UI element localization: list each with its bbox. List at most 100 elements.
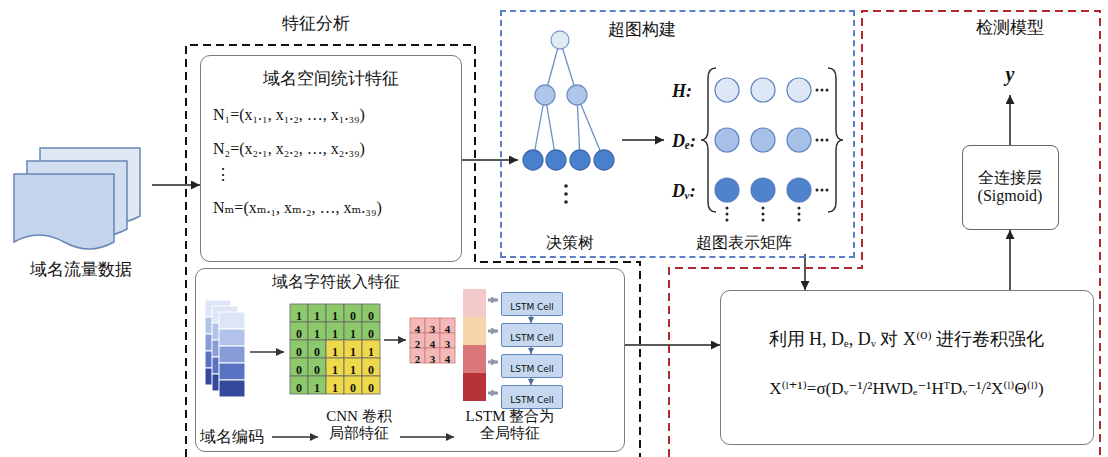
decision-tree-figure [551,31,569,49]
text-slot: LSTM Cell [502,389,562,407]
matrix-cell: 1 [314,310,320,324]
hypergraph-matrix-figure [701,68,843,222]
text-slot: 0 [344,378,362,396]
decision-tree-figure [594,150,614,170]
text-slot: 全连接层 (Sigmoid) [967,169,1053,206]
text-slot: 3 [425,349,440,367]
flow-arrow [400,436,454,438]
node-text: N₂=(x₂.₁, x₂.₂, …, x₂.₃₉) [213,140,365,158]
detection-region: y全连接层 (Sigmoid)利用 H, Dₑ, Dᵥ 对 X⁽⁰⁾ 进行卷积强… [668,10,1102,457]
hypergraph-matrix-figure [715,78,811,202]
text-slot: 超图构建 [582,20,702,40]
connector-arrow [152,184,200,186]
matrix-cell: 0 [314,364,320,378]
bar-to-cell-arrow [488,299,498,302]
node-text: H: [672,81,692,102]
text-slot: 0 [344,306,362,324]
hypergraph-matrix-figure [828,68,843,212]
document-stack-icon [14,148,140,249]
fc-layer-box: 全连接层 (Sigmoid) [962,145,1059,230]
text-slot: 1 [344,342,362,360]
decision-tree-figure [564,192,568,196]
hypergraph-matrix-figure [715,78,739,102]
text-slot: 1 [326,360,344,378]
matrix-cell: 0 [296,364,302,378]
decision-tree: 决策树 [518,32,622,254]
matrix-cell: 3 [430,353,436,366]
embedding-bar [463,289,486,401]
matrix-cell: 1 [332,382,338,396]
domain-encoding-stack [219,363,245,380]
text-slot: 域名流量数据 [10,260,152,280]
process-box: 域名空间统计特征 N₁=(x₁.₁, x₁.₂, …, x₁.₃₉) N₂=(x₂.… [200,55,462,262]
text-slot: 0 [290,324,308,342]
hypergraph-matrix-figure [715,178,739,202]
data-source: 域名流量数据 [10,145,152,285]
region-outline [186,45,640,457]
node-text: y [1006,63,1015,86]
domain-encoding-stack [219,329,245,346]
node-text: Dᵥ: [672,181,696,202]
decision-tree-figure [535,85,555,105]
hypergraph-matrix-figure [816,139,819,142]
lstm-cell: LSTM Cell [501,385,563,409]
bar-to-cell-arrow [488,392,498,395]
matrix-cell: 0 [350,310,356,324]
node-text: 特征分析 [282,14,350,34]
connector-arrow [530,378,531,385]
text-slot: H: [672,81,708,102]
matrix-cell: 0 [296,346,302,360]
decision-tree-figure [523,31,614,204]
domain-encoding-stack [219,380,245,397]
matrix-cell: 0 [350,382,356,396]
text-slot: CNN 卷积 局部特征 [322,408,396,443]
text-slot: 1 [326,324,344,342]
matrix-cell: 0 [296,382,302,396]
matrix-cell: 0 [368,310,374,324]
matrix-cell: 4 [430,338,436,351]
matrix-cell: 1 [332,346,338,360]
text-slot: 1 [362,342,380,360]
step-label: CNN 卷积 局部特征 [322,408,396,443]
text-slot: 1 [326,342,344,360]
hypergraph-matrix-figure [826,189,829,192]
text-slot: 0 [362,360,380,378]
step-label: LSTM 整合为 全局特征 [458,408,562,443]
domain-encoding-stack [219,346,245,363]
hypergraph-matrix-figure [762,207,765,210]
hypergraph-matrix-figure [826,139,829,142]
box-title: 域名空间统计特征 [263,69,399,89]
text-slot: 1 [344,360,362,378]
hypergraph-matrix-figure [726,213,729,216]
text-slot: 0 [362,378,380,396]
matrix-cell: 1 [368,346,374,360]
text-slot: LSTM 整合为 全局特征 [458,408,562,443]
hypergraph-matrix-figure [821,139,824,142]
text-slot: LSTM Cell [502,327,562,345]
node-text: Dₑ: [672,131,696,152]
matrix-cell: 0 [368,328,374,342]
text-slot: 2 [410,349,425,367]
node-text: Nₘ=(xₘ.₁, xₘ.₂, …, xₘ.₃₉) [213,199,382,217]
hypergraph-matrix-figure [726,89,829,222]
convolution-grid [290,304,380,394]
text-slot: 超图表示矩阵 [684,234,804,252]
hypergraph-matrix: H: Dₑ: Dᵥ: 超图表示矩阵 [664,62,852,254]
text-slot: 1 [290,306,308,324]
hypergraph-matrix-figure [798,219,801,222]
text-slot: ⋮ [211,166,235,184]
domain-encoding-stack [219,312,245,329]
text-slot: LSTM Cell [502,358,562,376]
text-slot: 3 [425,319,440,337]
matrix-cell: 1 [350,346,356,360]
hypergraph-matrix-figure [762,219,765,222]
node-text: N₁=(x₁.₁, x₁.₂, …, x₁.₃₉) [213,106,365,124]
text-slot: 域名编码 [200,428,270,446]
text-slot: 3 [440,334,455,352]
text-slot: 4 [410,319,425,337]
decision-tree-figure [533,40,604,160]
matrix-cell: 1 [314,328,320,342]
matrix-cell: 4 [415,323,421,336]
lstm-cell: LSTM Cell [501,354,563,378]
matrix-cell: 0 [368,364,374,378]
